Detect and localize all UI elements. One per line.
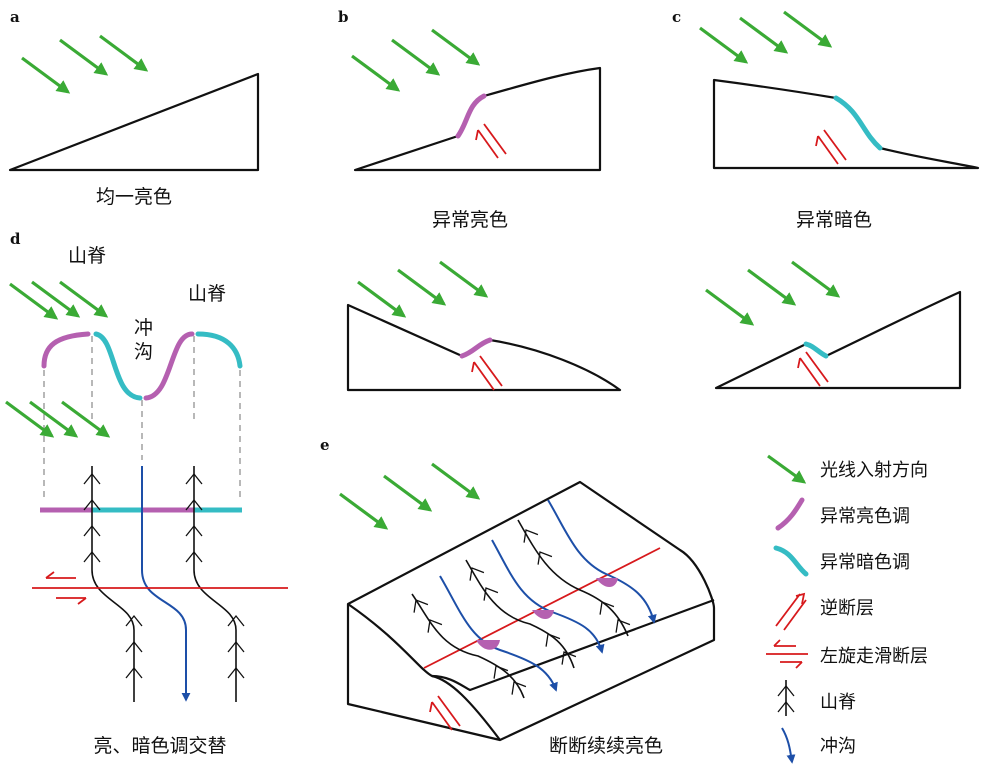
legend-label: 逆断层: [820, 598, 874, 619]
panel-a-light-arrows: [22, 36, 146, 92]
legend-item-thrust: 逆断层: [775, 592, 874, 631]
block-top-edge: [431, 598, 715, 692]
green-arrow-icon: [10, 284, 56, 318]
thrust-fault-icon: [475, 123, 507, 159]
panel-b-letter: b: [338, 8, 349, 26]
ridge-icon: [777, 680, 795, 716]
panel-b: b 异常亮色: [338, 8, 622, 392]
panel-e-caption: 断断续续亮色: [549, 735, 663, 757]
ridge-line-right: [193, 466, 237, 702]
legend-item-ridge: 山脊: [777, 680, 856, 716]
green-arrow-icon: [706, 290, 752, 324]
legend-label: 异常亮色调: [820, 506, 910, 527]
green-arrow-icon: [700, 28, 746, 62]
green-arrow-icon: [748, 270, 794, 304]
gully-line: [141, 466, 191, 702]
block-front-ridge: [347, 603, 501, 741]
panel-a-slope-block: [8, 72, 260, 172]
thrust-fault-icon: [775, 592, 807, 631]
green-arrow-icon: [384, 476, 430, 510]
legend-label: 左旋走滑断层: [820, 646, 928, 667]
panel-b-anomalous-bright-segment: [455, 93, 487, 139]
green-arrow-icon: [740, 18, 786, 52]
ridge-line-left: [91, 466, 135, 702]
panel-b-light-arrows-lower: [358, 262, 486, 316]
cyan-arc-icon: [773, 545, 809, 577]
green-arrow-icon: [767, 454, 807, 484]
thrust-fault-icon: [815, 129, 847, 165]
panel-a-letter: a: [10, 8, 20, 26]
panel-c-lower-block: [714, 290, 962, 390]
ridge-label-right: 山脊: [188, 283, 226, 305]
green-arrow-icon: [60, 282, 106, 316]
purple-arc-icon: [775, 497, 805, 531]
legend-label: 山脊: [820, 692, 856, 713]
legend-label: 冲沟: [820, 736, 856, 757]
panel-d-caption: 亮、暗色调交替: [93, 735, 226, 757]
projection-lines: [43, 336, 241, 500]
green-arrow-icon: [352, 56, 398, 90]
green-arrow-icon: [22, 58, 68, 92]
panel-e-letter: e: [320, 436, 330, 454]
panel-c-upper-block: [712, 78, 980, 170]
green-arrow-icon: [100, 36, 146, 70]
profile-dark-gully: [93, 331, 143, 401]
strike-slip-fault-icon: [766, 639, 808, 669]
legend-item-strike-slip: 左旋走滑断层: [766, 639, 928, 669]
panel-a: a 均一亮色: [8, 8, 260, 208]
green-arrow-icon: [398, 270, 444, 304]
green-arrow-icon: [340, 494, 386, 528]
panel-c-light-arrows-lower: [706, 262, 838, 324]
panel-d-light-arrows-top: [10, 282, 106, 318]
legend-label: 光线入射方向: [820, 460, 928, 481]
block-outline: [346, 480, 716, 742]
panel-b-upper-block: [353, 66, 602, 172]
green-arrow-icon: [358, 282, 404, 316]
strike-slip-fault-icon: [45, 571, 87, 605]
green-arrow-icon: [784, 12, 830, 46]
panel-c: c 异常暗色: [672, 8, 980, 390]
profile-bright-left: [41, 331, 91, 369]
legend: 光线入射方向 异常亮色调 异常暗色调 逆断层: [766, 454, 928, 764]
block-ridges: [408, 519, 631, 699]
green-arrow-icon: [792, 262, 838, 296]
legend-item-light: 光线入射方向: [767, 454, 928, 484]
panel-c-letter: c: [672, 8, 681, 26]
profile-bright-right: [143, 331, 195, 401]
legend-item-gully: 冲沟: [781, 727, 856, 764]
panel-b-caption: 异常亮色: [432, 209, 508, 231]
green-arrow-icon: [440, 262, 486, 296]
panel-e-light-arrows: [340, 464, 478, 528]
green-arrow-icon: [392, 40, 438, 74]
gully-icon: [781, 727, 796, 764]
green-arrow-icon: [6, 402, 52, 436]
green-arrow-icon: [60, 40, 106, 74]
green-arrow-icon: [432, 464, 478, 498]
panel-c-caption: 异常暗色: [796, 209, 872, 231]
panel-b-light-arrows: [352, 30, 478, 90]
panel-b-lower-bright-segment: [459, 337, 493, 359]
panel-d: d 山脊 山脊 冲 沟: [6, 230, 288, 757]
panel-c-anomalous-dark-segment: [833, 95, 883, 151]
profile-dark-right: [195, 331, 243, 369]
legend-item-bright: 异常亮色调: [775, 497, 910, 531]
gully-label-bottom: 沟: [134, 341, 153, 363]
green-arrow-icon: [32, 282, 78, 316]
panel-c-lower-dark-segment: [803, 341, 829, 359]
panel-a-caption: 均一亮色: [96, 186, 172, 208]
gully-label-top: 冲: [134, 317, 153, 339]
panel-d-letter: d: [10, 230, 21, 248]
legend-label: 异常暗色调: [820, 552, 910, 573]
panel-e: e: [320, 436, 716, 757]
legend-item-dark: 异常暗色调: [773, 545, 910, 577]
ridge-label-left: 山脊: [68, 245, 106, 267]
bright-patches: [476, 578, 618, 650]
thrust-fault-icon: [471, 355, 503, 391]
panel-c-light-arrows: [700, 12, 830, 62]
green-arrow-icon: [432, 30, 478, 64]
